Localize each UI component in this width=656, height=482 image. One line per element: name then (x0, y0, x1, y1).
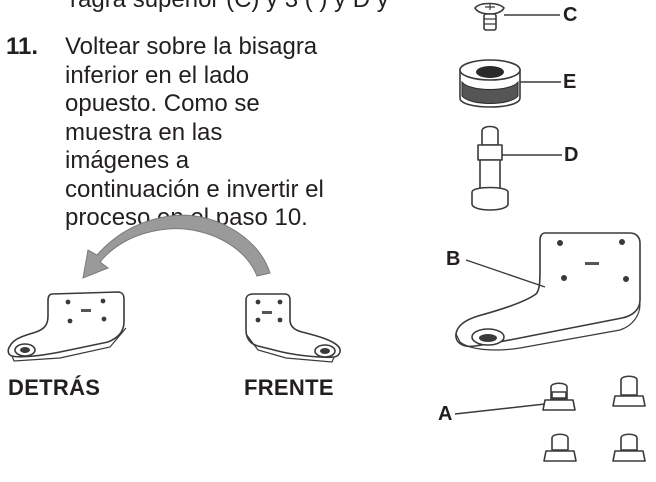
pin-d-icon (471, 125, 562, 211)
screw-c-icon (474, 2, 560, 31)
label-back: DETRÁS (8, 375, 101, 400)
hinge-flip-illustration (7, 214, 341, 363)
hinge-parts-diagram (454, 2, 646, 462)
part-label-b: B (446, 248, 461, 270)
part-label-a: A (438, 403, 453, 425)
part-label-e: E (563, 71, 577, 93)
label-front: FRENTE (244, 375, 334, 400)
screw-a-2 (612, 375, 646, 407)
part-label-d: D (564, 144, 579, 166)
previous-step-cut-text: ragra superior (C) y 3 ( ) y D y (70, 0, 389, 14)
screw-a-3 (543, 433, 577, 462)
step-number: 11. (6, 33, 39, 60)
part-label-c: C (563, 4, 578, 26)
screw-a-4 (612, 433, 646, 462)
flip-arrow-icon (82, 214, 271, 279)
screws-a-icon (454, 375, 646, 462)
hinge-plate-front (245, 293, 341, 363)
bracket-b-icon (455, 232, 641, 351)
screw-a-1 (542, 382, 576, 411)
bushing-e-icon (459, 59, 561, 108)
hinge-plate-back (7, 291, 127, 362)
